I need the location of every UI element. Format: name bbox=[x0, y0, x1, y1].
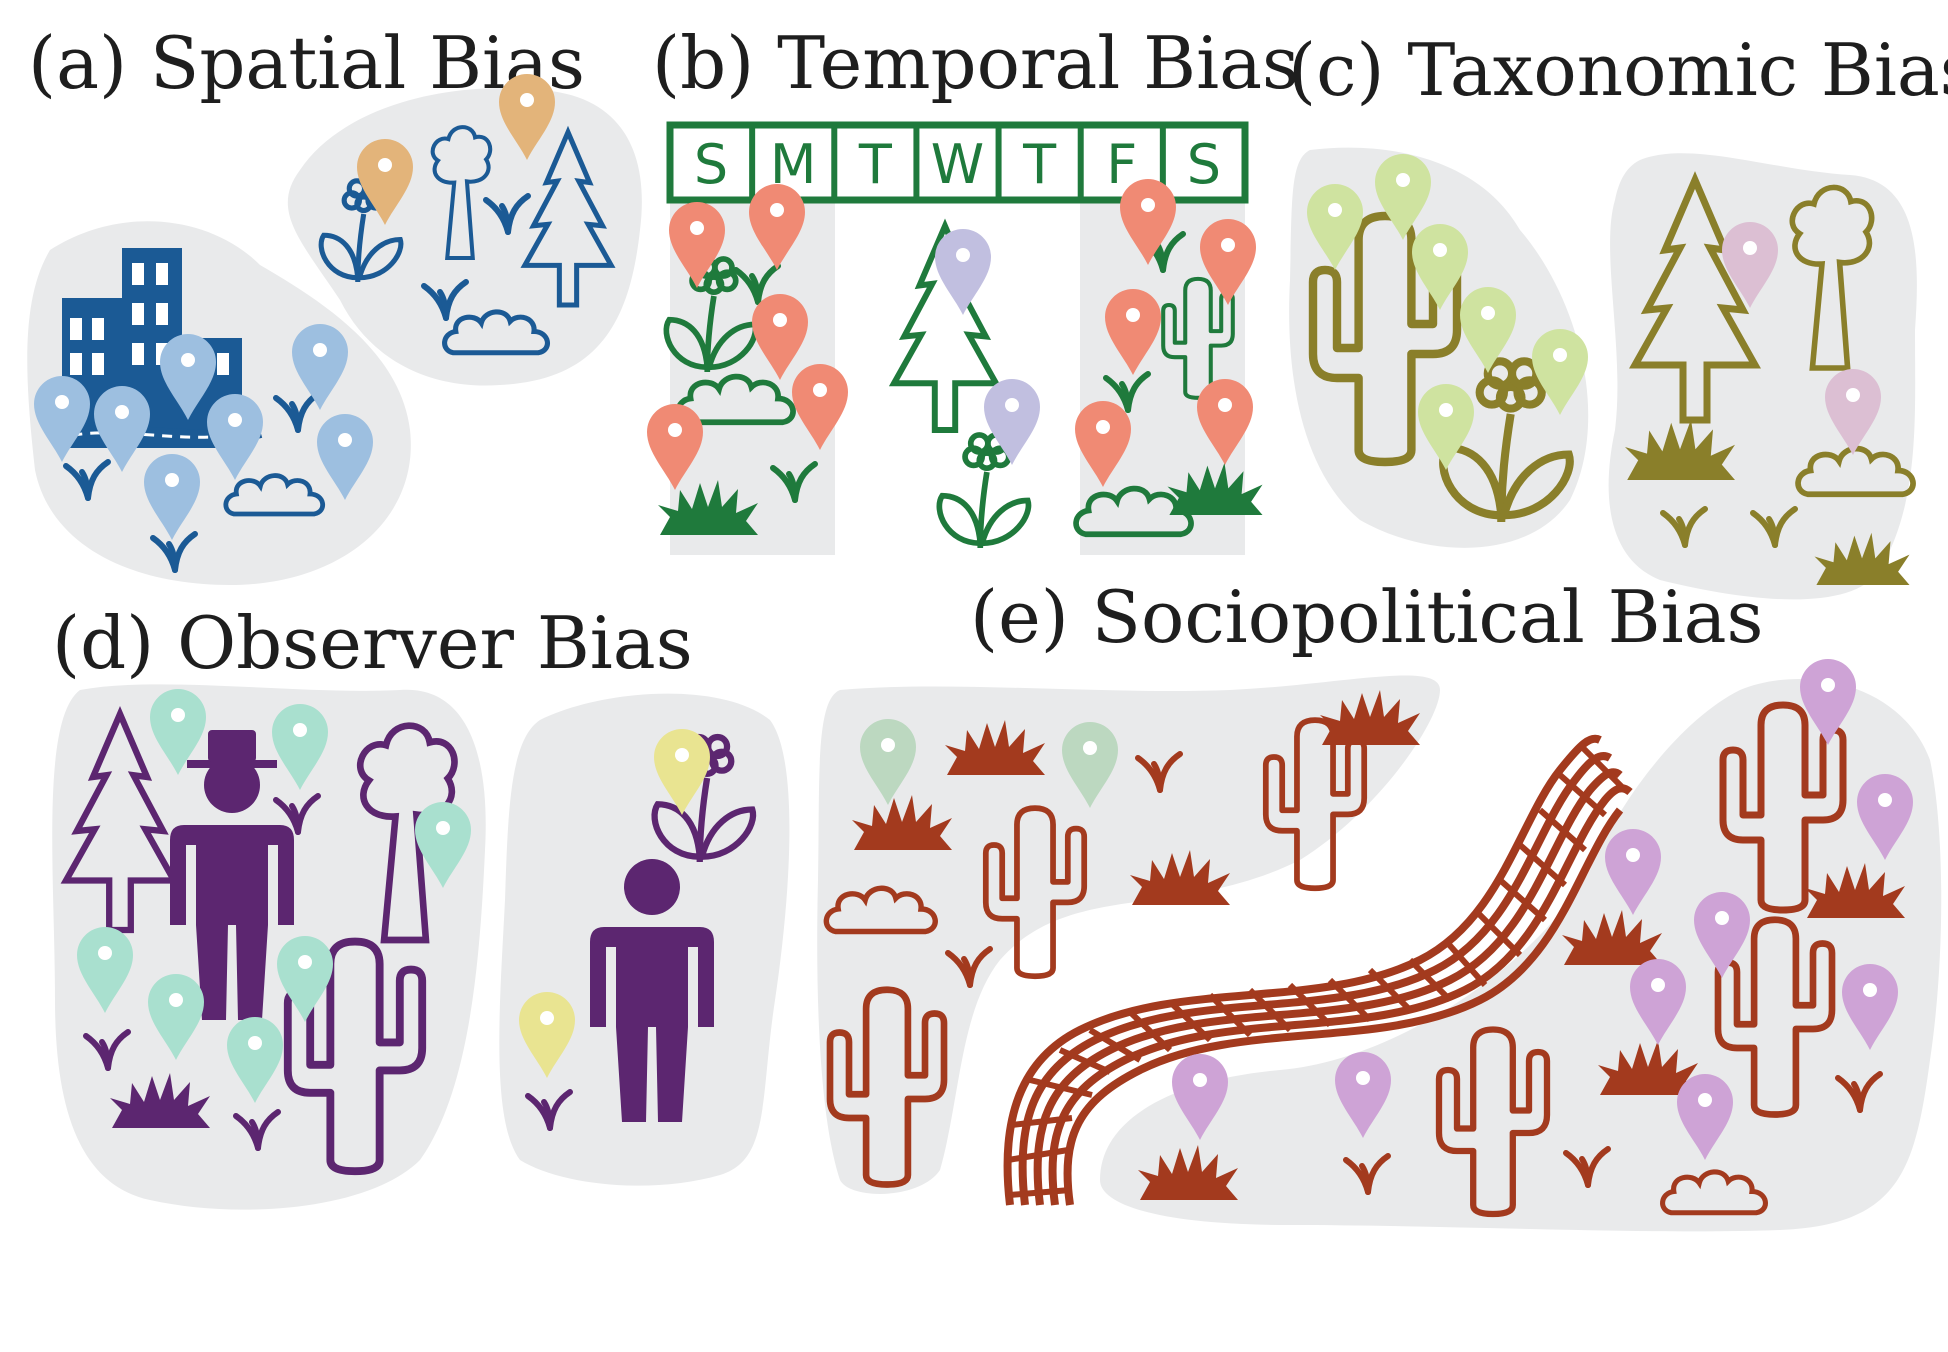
weekday-label: T bbox=[858, 133, 893, 196]
location-pin-icon bbox=[935, 229, 991, 315]
panel-b-title: (b) Temporal Bias bbox=[652, 21, 1299, 105]
weekday-label: W bbox=[931, 133, 984, 196]
border-wall-icon bbox=[1003, 734, 1633, 1206]
panel-c-region-left bbox=[1289, 147, 1589, 548]
panel-e-sociopolitical-bias: (e) Sociopolitical Bias bbox=[817, 575, 1942, 1232]
panel-c-title: (c) Taxonomic Bias bbox=[1288, 28, 1948, 112]
panel-e-title: (e) Sociopolitical Bias bbox=[970, 575, 1763, 659]
weekday-label: S bbox=[1187, 133, 1221, 196]
panel-d-title: (d) Observer Bias bbox=[52, 601, 693, 685]
person-with-hat-icon bbox=[170, 730, 294, 1020]
panel-a-spatial-bias: (a) Spatial Bias bbox=[27, 21, 642, 585]
panel-c-taxonomic-bias: (c) Taxonomic Bias bbox=[1288, 28, 1948, 600]
weekday-label: T bbox=[1022, 133, 1057, 196]
panel-d-observer-bias: (d) Observer Bias bbox=[52, 601, 790, 1210]
weekday-label: S bbox=[694, 133, 728, 196]
